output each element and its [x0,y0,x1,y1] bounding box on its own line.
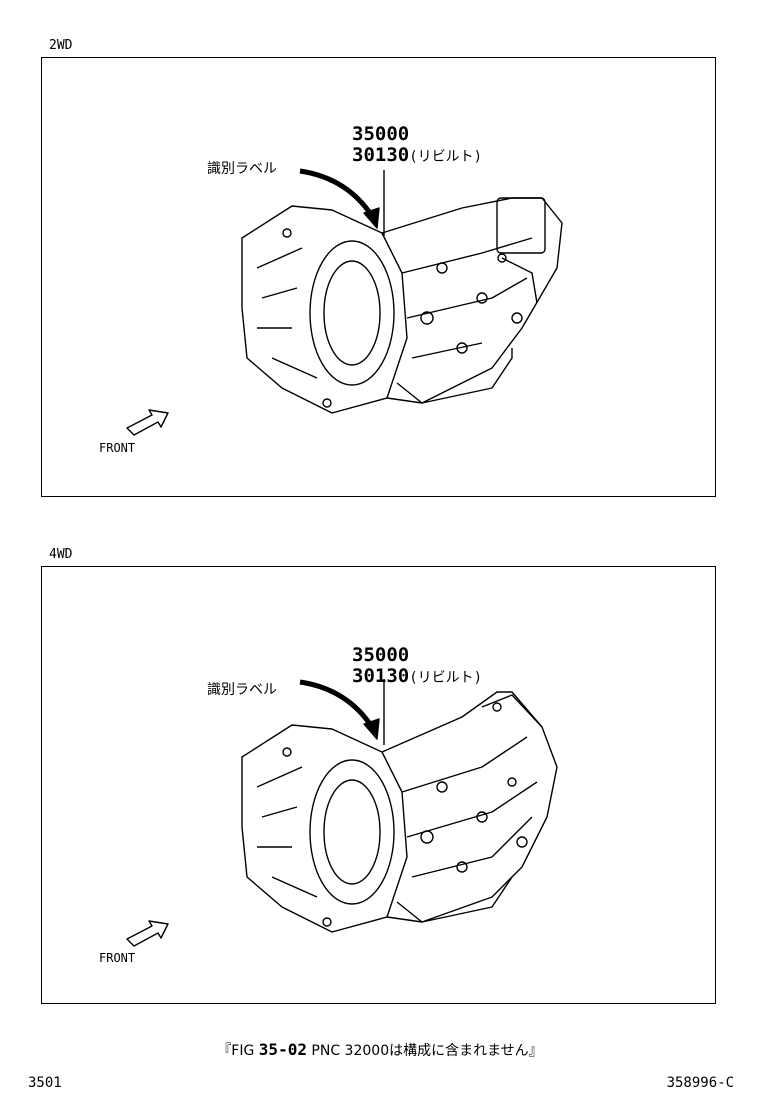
rebuilt-number-2wd: 30130 [352,144,410,166]
front-label-4wd: FRONT [99,951,136,965]
front-label-2wd: FRONT [99,441,136,455]
transmission-drawing-2wd [126,168,563,436]
footnote-suffix: PNC 32000は構成に含まれません』 [306,1043,543,1059]
page-number-right: 358996-C [666,1075,734,1091]
transmission-drawing-4wd [126,679,558,947]
diagram-panel-4wd: 35000 30130(リビルト) 識別ラベル FRONT [41,566,716,1004]
panel-label-2wd: 2WD [49,38,73,53]
panel-label-4wd: 4WD [49,547,73,562]
id-label-callout-4wd: 識別ラベル [207,682,277,698]
footnote: 『FIG 35-02 PNC 32000は構成に含まれません』 [0,1040,760,1060]
part-number-2wd: 35000 [352,123,410,145]
rebuilt-note-4wd: (リビルト) [409,670,483,686]
diagram-panel-2wd: 35000 30130(リビルト) 識別ラベル FRONT [41,57,716,497]
id-label-callout-2wd: 識別ラベル [207,161,277,177]
rebuilt-number-4wd: 30130 [352,665,410,687]
part-number-4wd: 35000 [352,644,410,666]
footnote-fig-number: 35-02 [258,1040,307,1059]
footnote-prefix: 『FIG [217,1043,259,1059]
page-number-left: 3501 [28,1075,62,1091]
rebuilt-note-2wd: (リビルト) [409,149,483,165]
